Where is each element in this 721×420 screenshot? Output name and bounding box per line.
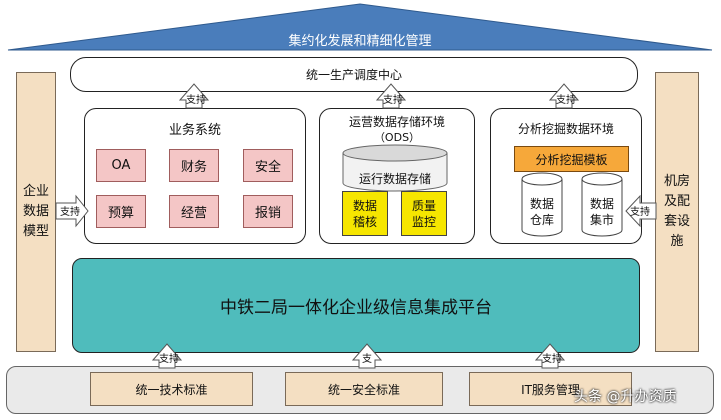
svg-text:支持: 支持: [60, 205, 80, 218]
standard-item: IT服务管理: [469, 372, 632, 406]
ods-cylinder: [342, 144, 448, 192]
support-arrow-right: 支持: [55, 194, 89, 228]
integration-platform: 中铁二局一体化企业级信息集成平台: [72, 258, 640, 353]
watermark: 头条 @升办资质: [574, 389, 677, 405]
support-arrow-up: 支持: [375, 83, 407, 109]
svg-text:支持: 支持: [383, 93, 403, 106]
right-pillar-line: 及配: [663, 194, 690, 209]
svg-text:支持: 支持: [159, 352, 179, 365]
business-system-title: 业务系统: [168, 122, 221, 138]
analysis-title: 分析挖掘数据环境: [517, 121, 614, 136]
business-item: OA: [96, 149, 146, 182]
support-arrow-up: 支持: [151, 343, 183, 369]
data-warehouse-cylinder: [521, 172, 563, 237]
ods-box-line: 质量: [411, 198, 436, 213]
data-warehouse-line: 数据: [529, 197, 554, 211]
svg-text:支: 支: [362, 353, 372, 365]
roof-title: 集约化发展和精细化管理: [288, 33, 432, 49]
data-mart-line: 集市: [589, 213, 614, 227]
business-item: 经营: [169, 195, 219, 228]
standard-item: 统一安全标准: [285, 372, 443, 406]
svg-text:支持: 支持: [556, 93, 576, 106]
integration-platform-label: 中铁二局一体化企业级信息集成平台: [220, 298, 492, 318]
left-pillar: 企业 数据 模型: [16, 72, 56, 352]
business-item: 安全: [243, 149, 293, 182]
left-pillar-line: 模型: [22, 224, 49, 239]
ods-title: 运营数据存储环境: [348, 114, 445, 129]
left-pillar-line: 企业: [22, 184, 49, 199]
data-warehouse-line: 仓库: [529, 213, 554, 227]
right-pillar-line: 施: [670, 234, 684, 249]
business-item: 报销: [243, 195, 293, 228]
dispatch-center-label: 统一生产调度中心: [305, 68, 402, 82]
ods-subtitle: （ODS）: [373, 131, 421, 144]
data-mart-label: 数据 集市: [580, 192, 624, 232]
standard-item: 统一技术标准: [90, 372, 253, 406]
support-arrow-up: 支持: [178, 83, 210, 109]
svg-text:支持: 支持: [630, 205, 650, 218]
business-item: 财务: [169, 149, 219, 182]
analysis-template-label: 分析挖掘模板: [535, 152, 608, 167]
right-pillar-line: 套设: [663, 214, 690, 229]
support-arrow-left: 支持: [625, 194, 657, 228]
svg-text:支持: 支持: [186, 93, 206, 106]
support-arrow-up: 支持: [548, 83, 580, 109]
roof: [7, 3, 713, 51]
analysis-template: 分析挖掘模板: [514, 146, 629, 172]
support-arrow-up: 支持: [534, 343, 566, 369]
data-mart-cylinder: [581, 172, 623, 237]
left-pillar-line: 数据: [22, 204, 49, 219]
ods-cylinder-label: 运行数据存储: [358, 171, 431, 186]
business-item: 预算: [96, 195, 146, 228]
dispatch-center: 统一生产调度中心: [70, 57, 638, 92]
ods-box-quality: 质量 监控: [401, 191, 447, 236]
ods-box-line: 监控: [411, 214, 436, 229]
svg-text:支持: 支持: [542, 352, 562, 365]
business-system-panel: 业务系统 OA 财务 安全 预算 经营 报销: [84, 108, 306, 244]
data-mart-line: 数据: [589, 197, 614, 211]
ods-box-line: 数据: [352, 198, 377, 213]
right-pillar-line: 机房: [663, 174, 690, 189]
ods-box-audit: 数据 稽核: [342, 191, 388, 236]
ods-box-line: 稽核: [352, 214, 377, 229]
data-warehouse-label: 数据 仓库: [520, 192, 564, 232]
support-arrow-up: 支: [351, 343, 383, 369]
